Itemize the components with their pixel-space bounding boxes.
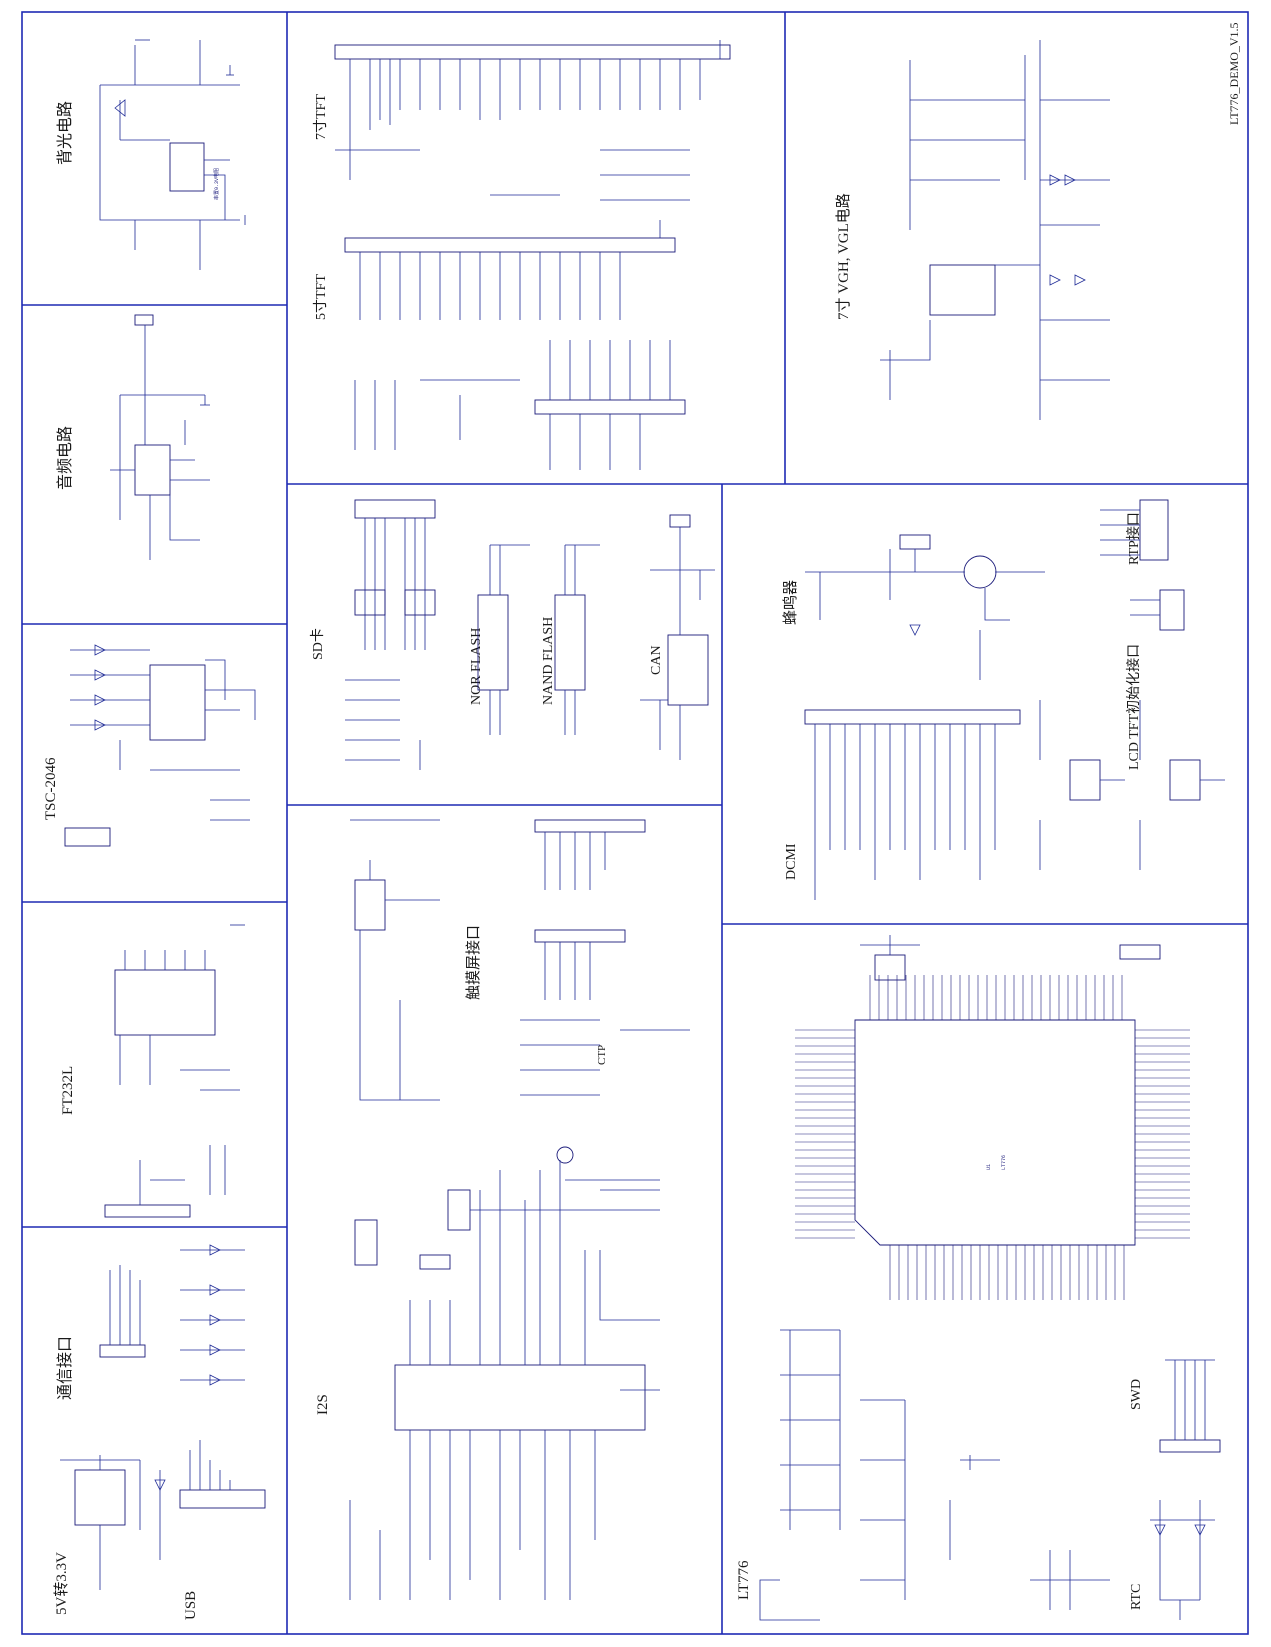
title-i2s: I2S xyxy=(315,1394,331,1415)
title-lt776: LT776 xyxy=(736,1560,752,1600)
title-swd: SWD xyxy=(1129,1379,1144,1410)
u1-label: U1 xyxy=(986,1164,992,1170)
title-rtp: RTP接口 xyxy=(1125,512,1142,565)
title-lcdinit: LCD TFT初始化接口 xyxy=(1125,644,1142,770)
audio-circuit xyxy=(110,314,210,560)
sdcard-circuit xyxy=(345,499,436,770)
i2s-circuit xyxy=(349,1146,660,1600)
title-nandflash: NAND FLASH xyxy=(541,617,556,705)
can-circuit xyxy=(640,514,715,760)
title-backlight: 背光电路 xyxy=(56,101,74,165)
tft7-connector xyxy=(334,40,731,201)
title-comm: 通信接口 xyxy=(56,1336,74,1400)
title-ft232l: FT232L xyxy=(60,1066,76,1115)
rtp-lcd-headers xyxy=(1100,499,1185,631)
title-can: CAN xyxy=(649,645,664,675)
section-borders xyxy=(21,11,1249,1635)
title-dcmi: DCMI xyxy=(784,843,799,880)
u1-name: LT776 xyxy=(1001,1155,1007,1170)
title-buzzer: 蜂鸣器 xyxy=(782,580,799,625)
swd-circuit xyxy=(1159,1359,1221,1453)
vgh-vgl-circuit xyxy=(880,40,1110,420)
title-tft7: 7寸TFT xyxy=(313,94,329,140)
title-audio: 音频电路 xyxy=(56,426,74,490)
title-touch: 触摸屏接口 xyxy=(465,925,482,1000)
lt776-mcu: U1 LT776 xyxy=(795,935,1190,1300)
title-norflash: NOR FLASH xyxy=(469,628,484,705)
ft232l-circuit xyxy=(104,924,245,1218)
backlight-circuit: 串置0.3V电阻 xyxy=(99,39,246,270)
touch-circuit xyxy=(350,819,690,1101)
title-ctp: CTP xyxy=(596,1045,608,1065)
dcmi-circuit xyxy=(804,700,1225,900)
tsc2046-circuit xyxy=(64,644,256,847)
power-usb-circuit xyxy=(60,1440,266,1590)
title-tft5: 5寸TFT xyxy=(313,274,329,320)
comm-circuit xyxy=(99,1244,245,1386)
buzzer-circuit xyxy=(805,534,1045,680)
rtc-circuit xyxy=(1150,1500,1215,1620)
title-sdcard: SD卡 xyxy=(310,628,326,660)
title-docid: LT776_DEMO_V1.5 xyxy=(1227,22,1241,125)
section-titles: 背光电路 音频电路 TSC-2046 FT232L 通信接口 5V转3.3V U… xyxy=(43,22,1241,1620)
flash-circuit xyxy=(477,544,600,735)
title-rtc: RTC xyxy=(1129,1584,1144,1610)
tft5-connector xyxy=(344,220,686,470)
title-power: 5V转3.3V xyxy=(53,1552,70,1615)
title-tsc2046: TSC-2046 xyxy=(43,757,59,820)
lt776-power-circuit xyxy=(759,1329,1110,1621)
title-usb: USB xyxy=(183,1591,199,1620)
title-vgh: 7寸 VGH, VGL电路 xyxy=(835,193,852,320)
led-note: 串置0.3V电阻 xyxy=(213,168,220,200)
